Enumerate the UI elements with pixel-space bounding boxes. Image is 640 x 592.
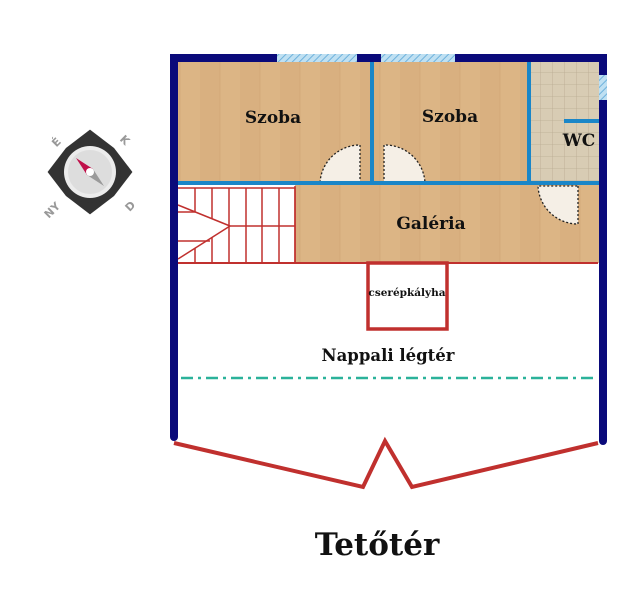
stove bbox=[366, 261, 449, 331]
compass-south: D bbox=[123, 199, 139, 215]
inner-walls bbox=[176, 62, 599, 185]
roof-outline bbox=[173, 436, 599, 490]
door[interactable] bbox=[319, 144, 361, 184]
outer-walls bbox=[170, 54, 607, 445]
compass-east: K bbox=[117, 133, 133, 149]
door[interactable] bbox=[383, 144, 426, 184]
room-label-szoba-2: Szoba bbox=[422, 107, 478, 127]
stove-label: cserépkályha bbox=[368, 287, 445, 299]
compass-icon: É K D NY bbox=[42, 129, 139, 221]
compass-north: É bbox=[49, 135, 64, 150]
room-label-szoba-1: Szoba bbox=[245, 108, 301, 128]
room-label-galeria: Galéria bbox=[396, 214, 465, 234]
door[interactable] bbox=[537, 185, 579, 225]
compass-west: NY bbox=[42, 199, 64, 221]
staircase bbox=[177, 186, 296, 264]
floor-title: Tetőtér bbox=[315, 527, 440, 563]
room-label-wc: WC bbox=[562, 131, 596, 151]
room-label-nappali-legter: Nappali légtér bbox=[322, 346, 455, 365]
